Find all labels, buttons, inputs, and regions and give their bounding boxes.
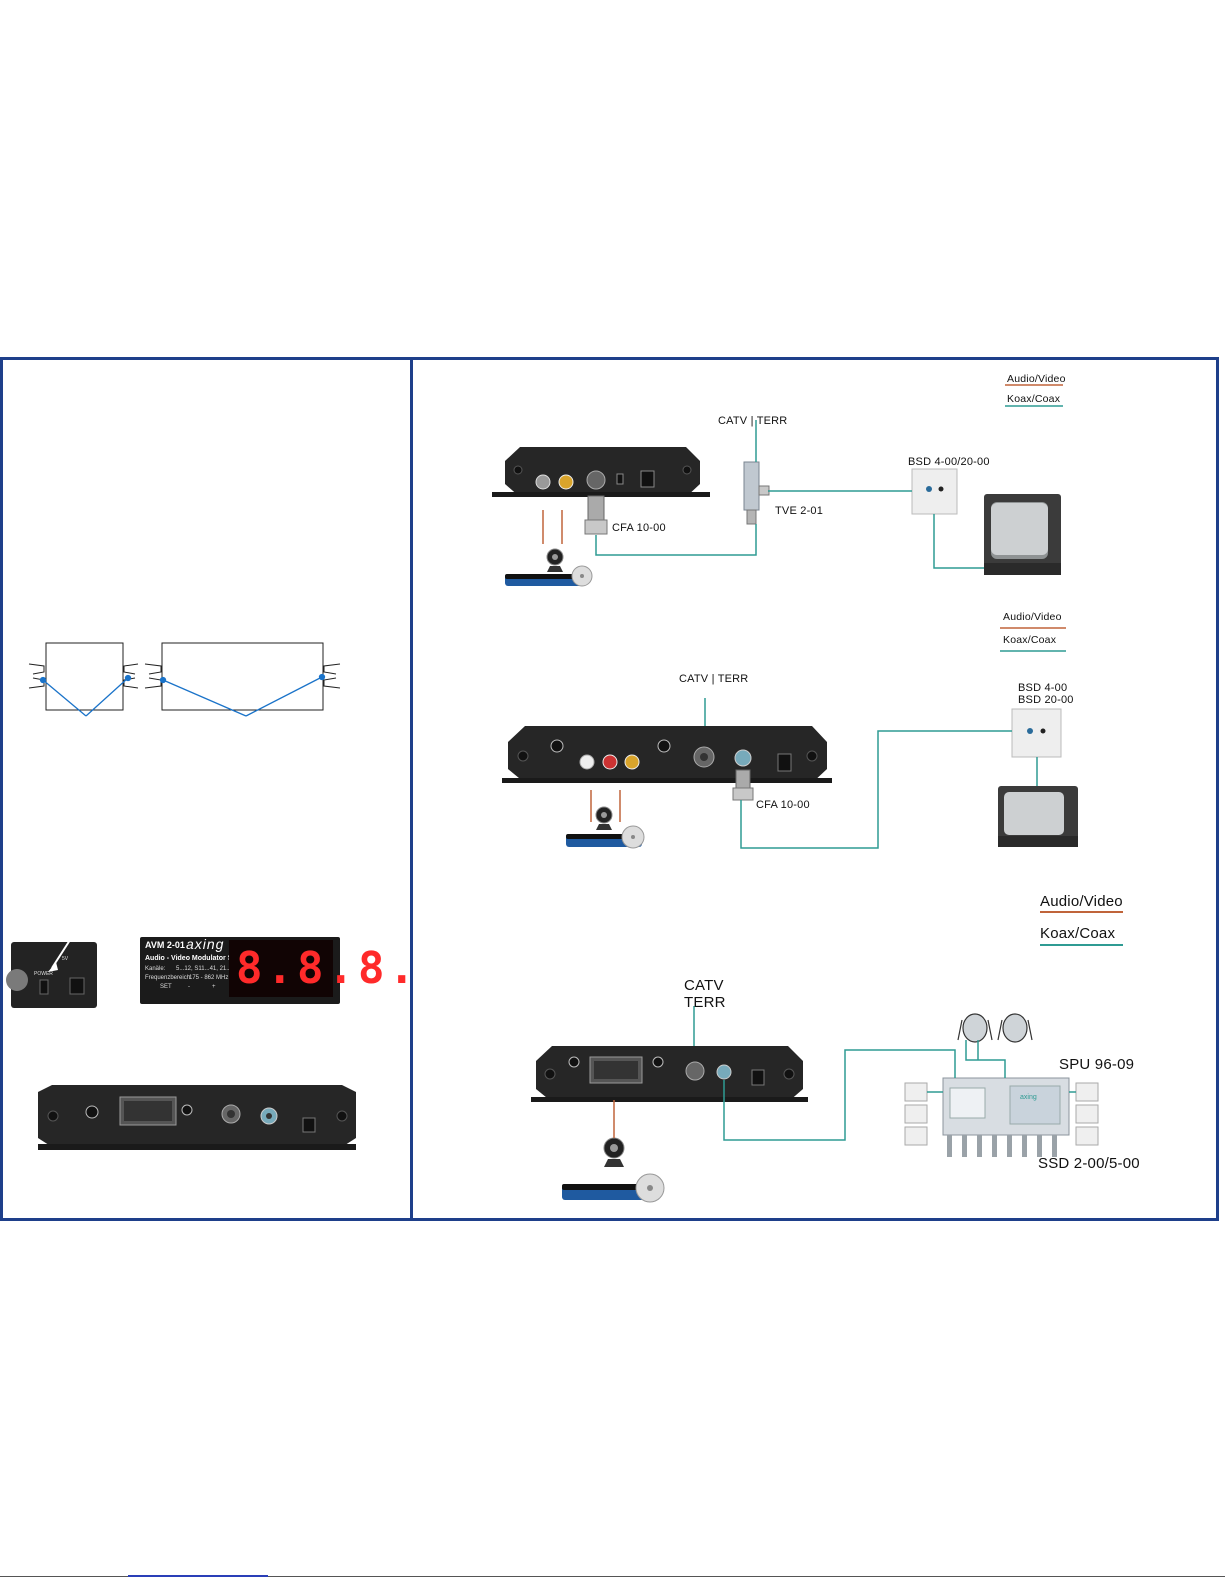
legend2-koax-coax: Koax/Coax	[1003, 634, 1057, 646]
diagram2-cables	[590, 698, 1038, 849]
diagram3-output-pins	[947, 1135, 1057, 1157]
panel-kanale-label: Kanäle:	[145, 966, 166, 972]
mounting-sketch	[28, 642, 341, 711]
diagram1-bsd-label: BSD 4-00/20-00	[908, 456, 990, 468]
diagram3-multiswitch: axing	[942, 1077, 1070, 1136]
diagram3-device	[531, 1046, 808, 1102]
svg-text:POWER: POWER	[34, 971, 53, 977]
page-frame	[0, 357, 1219, 1221]
svg-text:5V: 5V	[62, 956, 69, 962]
panel-freq-value: 175 - 862 MHz	[189, 975, 229, 981]
legend3-lines	[1040, 911, 1123, 946]
diagram1-tv	[984, 494, 1061, 575]
diagram1-device	[492, 447, 710, 497]
diagram3-sources	[562, 1137, 665, 1203]
diagram2-catv-label: CATV | TERR	[679, 673, 749, 685]
power-switch-closeup: POWER 5V	[6, 939, 97, 1008]
diagram1-sources	[505, 548, 593, 587]
diagram3-terminals	[904, 1082, 1099, 1146]
diagram2-bsd-label-1: BSD 4-00	[1018, 682, 1068, 694]
diagram2-bsd-label-2: BSD 20-00	[1018, 694, 1074, 706]
diagram3-cables	[613, 1006, 1076, 1141]
seven-segment-display	[229, 940, 333, 997]
legend1-koax-coax: Koax/Coax	[1007, 393, 1061, 405]
footer-link-underline[interactable]	[128, 1575, 268, 1577]
panel-kanale-value: 5...12, S11...41, 21...69	[176, 966, 238, 972]
legend3-koax-coax: Koax/Coax	[1040, 925, 1116, 942]
seven-segment-digits: 8.8.8.	[236, 943, 419, 994]
diagram1-cfa-label: CFA 10-00	[612, 522, 666, 534]
legend3-audio-video: Audio/Video	[1040, 893, 1123, 910]
diagram2-tv	[998, 786, 1078, 847]
column-divider	[410, 357, 413, 1221]
diagram3-ssd-label: SSD 2-00/5-00	[1038, 1155, 1140, 1172]
panel-minus-label: -	[188, 984, 190, 990]
diagram3-lnb-feeds	[957, 1013, 1033, 1043]
legend1-audio-video: Audio/Video	[1007, 373, 1066, 385]
diagram1-tve-label: TVE 2-01	[775, 505, 824, 517]
panel-subtitle: Audio - Video Modulator Stereo	[145, 955, 250, 962]
footer-rule	[0, 1576, 1225, 1577]
diagram2-sources	[566, 806, 645, 849]
svg-text:axing: axing	[1020, 1094, 1037, 1101]
diagram1-tve-splitter	[743, 461, 770, 525]
panel-set-label: SET	[160, 984, 172, 990]
legend2-lines	[1000, 627, 1066, 652]
diagram1-catv-label: CATV | TERR	[718, 415, 788, 427]
diagram3-catv-label: CATV	[684, 977, 724, 994]
panel-model: AVM 2-01	[145, 940, 185, 950]
diagram3-terr-label: TERR	[684, 994, 726, 1011]
diagram3-spu-label: SPU 96-09	[1059, 1056, 1135, 1073]
diagram1-wall-socket	[911, 468, 958, 515]
legend1-lines	[1005, 384, 1063, 407]
diagram1-cables	[542, 420, 984, 569]
panel-brand-logo: axing	[186, 936, 225, 952]
legend2-audio-video: Audio/Video	[1003, 611, 1062, 623]
diagram2-cfa-plug	[732, 769, 754, 801]
diagram2-device	[502, 726, 832, 783]
diagram2-cfa-label: CFA 10-00	[756, 799, 810, 811]
diagram1-cfa-plug	[584, 495, 608, 535]
panel-plus-label: +	[212, 984, 216, 990]
back-panel-device	[38, 1085, 356, 1150]
mounting-callout-lines	[39, 673, 326, 717]
diagram2-wall-socket	[1011, 708, 1062, 758]
panel-freq-label: Frequenzbereich:	[145, 975, 192, 981]
